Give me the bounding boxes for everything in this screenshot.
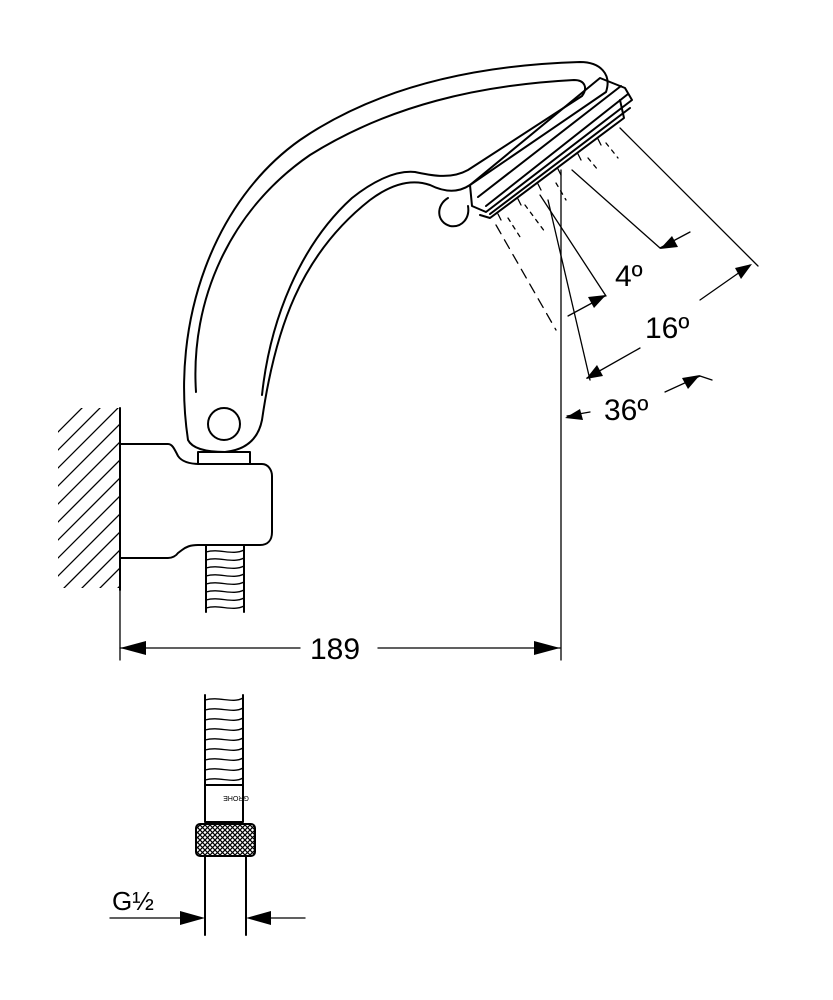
- arrowhead-icon: [180, 911, 205, 925]
- arrowhead-icon: [682, 375, 700, 389]
- arrowhead-icon: [660, 236, 678, 249]
- hose-ferrule: [204, 784, 244, 823]
- hose-lower: GROHE: [195, 694, 256, 936]
- thread-dimension: G½: [109, 886, 306, 925]
- brand-mark: GROHE: [223, 794, 249, 801]
- wall-bracket: [119, 443, 273, 559]
- arrowhead-icon: [120, 641, 146, 655]
- spray-cone-lines: [495, 127, 759, 381]
- angle-36-label: 36º: [604, 394, 648, 427]
- arrowhead-icon: [534, 641, 560, 655]
- spray-face: [469, 77, 633, 221]
- arrowhead-icon: [735, 264, 752, 279]
- arrowhead-icon: [586, 365, 603, 379]
- angle-16-dimension: 16º: [586, 264, 752, 379]
- arrowhead-icon: [588, 295, 606, 308]
- angle-16-label: 16º: [645, 312, 689, 345]
- angle-36-dimension: 36º: [565, 375, 713, 427]
- angle-4-label: 4º: [615, 260, 643, 293]
- angle-4-dimension: 4º: [567, 231, 691, 317]
- hatch-wall-icon: [58, 408, 120, 588]
- arrowhead-icon: [565, 409, 583, 420]
- width-dimension: 189: [119, 589, 561, 666]
- arrowhead-icon: [246, 911, 271, 925]
- thread-label: G½: [112, 886, 154, 916]
- shower-handle: [183, 61, 609, 453]
- hose-upper: [205, 544, 245, 613]
- wall-hatching: [58, 407, 121, 591]
- width-label: 189: [310, 633, 360, 666]
